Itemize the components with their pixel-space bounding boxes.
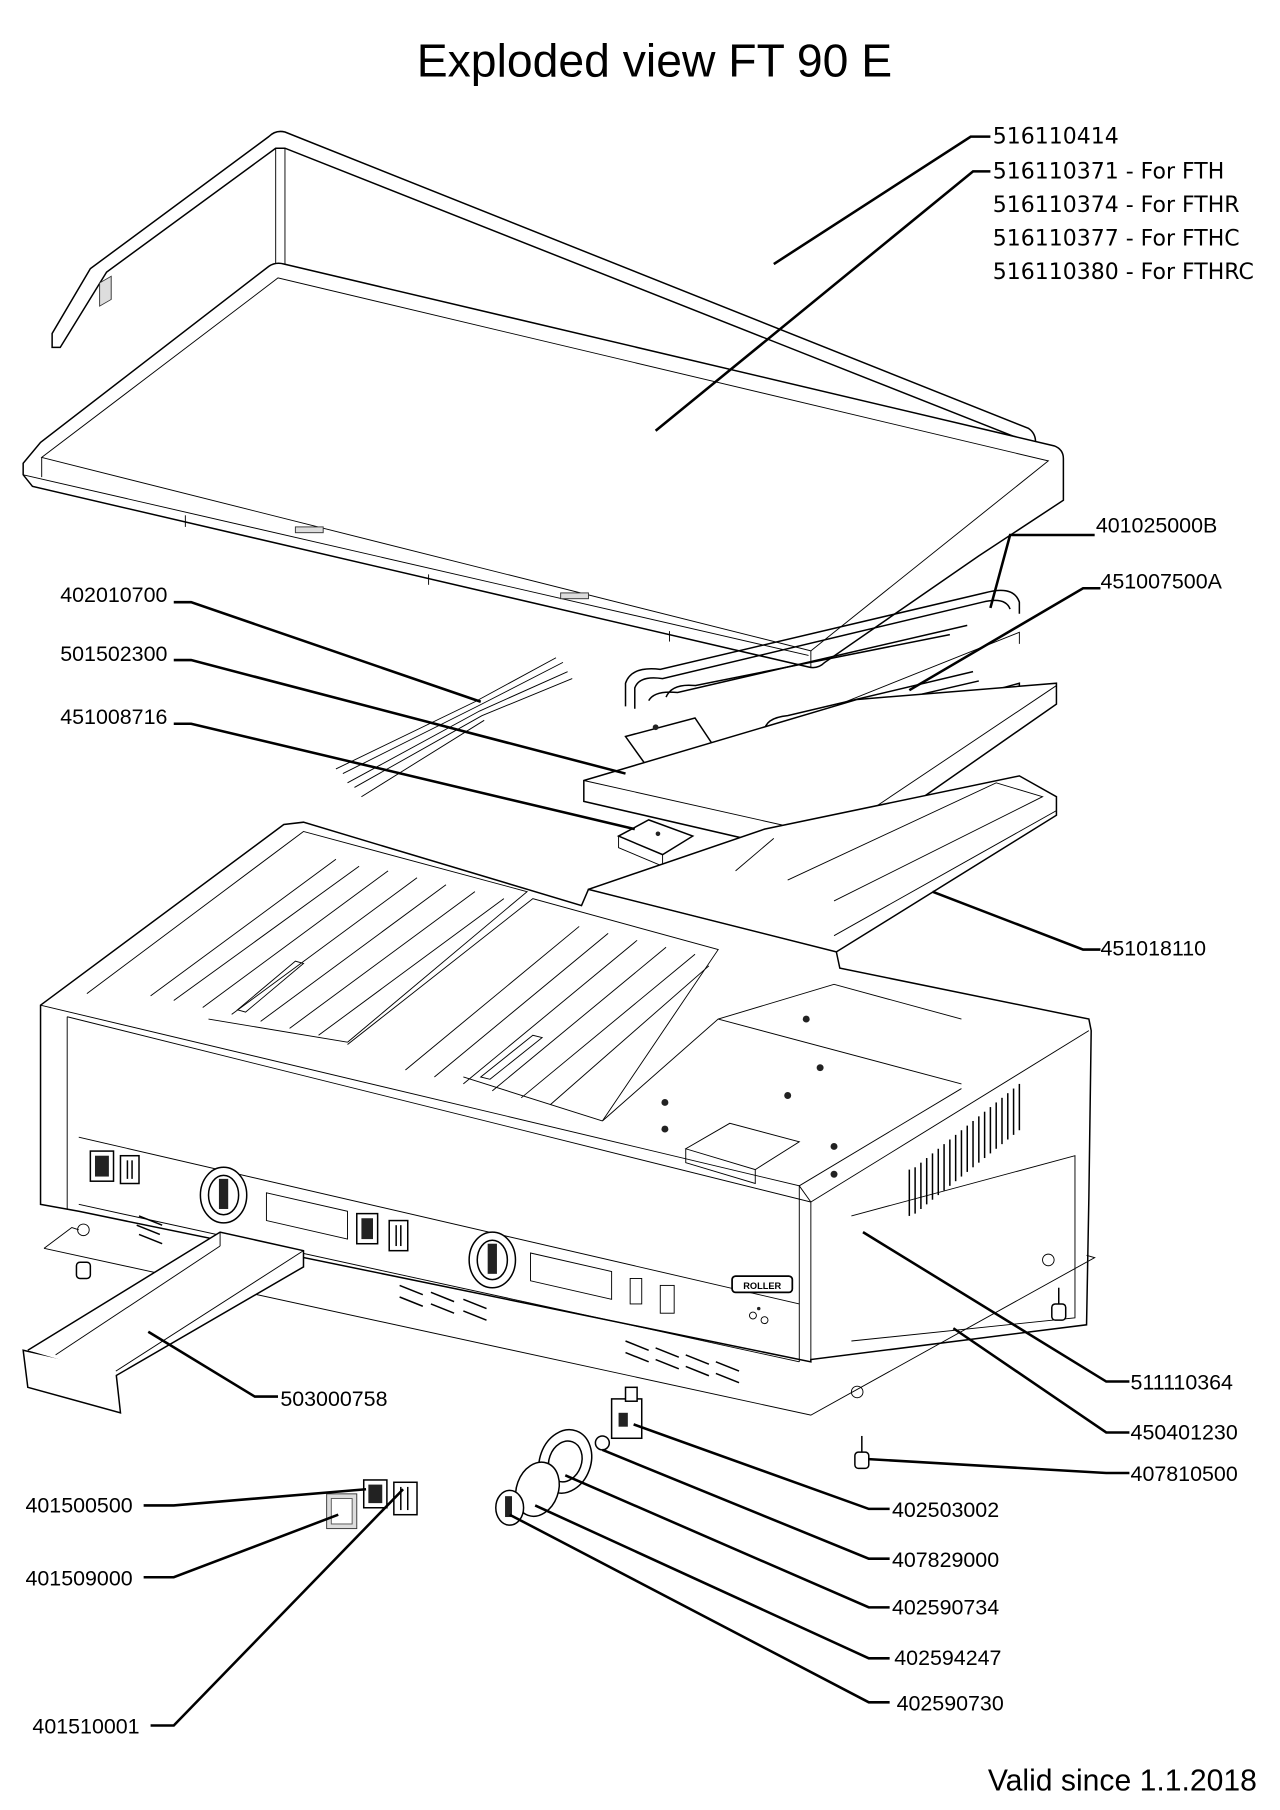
side-vent-slots xyxy=(908,1083,1021,1216)
callout-402594247: 402594247 xyxy=(894,1646,1001,1670)
callout-407829000: 407829000 xyxy=(892,1548,999,1572)
knob-ring-part xyxy=(514,1461,561,1518)
callout-516110371: 516110371 - For FTH xyxy=(993,159,1225,184)
leader-lines xyxy=(143,135,1130,1727)
bracket-part xyxy=(616,819,695,867)
callout-402010700: 402010700 xyxy=(60,583,167,607)
callout-516110380: 516110380 - For FTHRC xyxy=(993,260,1254,285)
adjustable-foot-part xyxy=(75,1261,1067,1470)
callout-407810500: 407810500 xyxy=(1131,1462,1238,1486)
switch-cover-part xyxy=(326,1493,358,1530)
callout-401510001: 401510001 xyxy=(32,1715,139,1739)
main-switch-part xyxy=(362,1479,388,1509)
heating-tubes-right xyxy=(405,926,710,1106)
callout-451018110: 451018110 xyxy=(1100,936,1206,960)
grease-drawer-part xyxy=(22,1231,305,1414)
right-control-knob xyxy=(468,1231,517,1289)
thermostat-sensor-part xyxy=(335,657,573,798)
housing-part: ROLLER xyxy=(39,821,1092,1363)
washer-part xyxy=(594,1435,611,1451)
griddle-plate-part xyxy=(22,262,1065,669)
callout-402590734: 402590734 xyxy=(892,1595,999,1619)
control-knob-part xyxy=(495,1489,525,1526)
callout-451007500A: 451007500A xyxy=(1100,569,1222,593)
heating-tubes-left xyxy=(150,858,505,1036)
svg-text:ROLLER: ROLLER xyxy=(743,1281,781,1291)
callout-401500500: 401500500 xyxy=(25,1493,132,1517)
callout-402503002: 402503002 xyxy=(892,1498,999,1522)
callout-503000758: 503000758 xyxy=(280,1387,387,1411)
callout-labels: 516110414 516110371 - For FTH 516110374 … xyxy=(25,125,1253,1739)
callout-401509000: 401509000 xyxy=(25,1566,132,1590)
callout-401025000B: 401025000B xyxy=(1096,514,1217,538)
callout-516110414: 516110414 xyxy=(993,125,1119,150)
base-plate-part xyxy=(43,1215,1096,1416)
center-switches xyxy=(356,1212,409,1252)
callout-516110374: 516110374 - For FTHR xyxy=(993,193,1240,218)
callout-501502300: 501502300 xyxy=(60,642,167,666)
brand-plate: ROLLER xyxy=(731,1275,794,1294)
thermostat-part xyxy=(610,1386,643,1440)
callout-450401230: 450401230 xyxy=(1131,1420,1238,1444)
callout-516110377: 516110377 - For FTHC xyxy=(993,227,1240,252)
callout-402590730: 402590730 xyxy=(897,1691,1004,1715)
callout-511110364: 511110364 xyxy=(1131,1371,1233,1395)
validity-note: Valid since 1.1.2018 xyxy=(988,1764,1257,1797)
diagram-title: Exploded view FT 90 E xyxy=(417,34,892,86)
base-vent-slots xyxy=(136,1215,740,1384)
left-power-switch xyxy=(89,1150,140,1185)
indicator-light-part xyxy=(393,1481,418,1516)
left-control-knob xyxy=(199,1166,248,1224)
callout-451008716: 451008716 xyxy=(60,705,167,729)
